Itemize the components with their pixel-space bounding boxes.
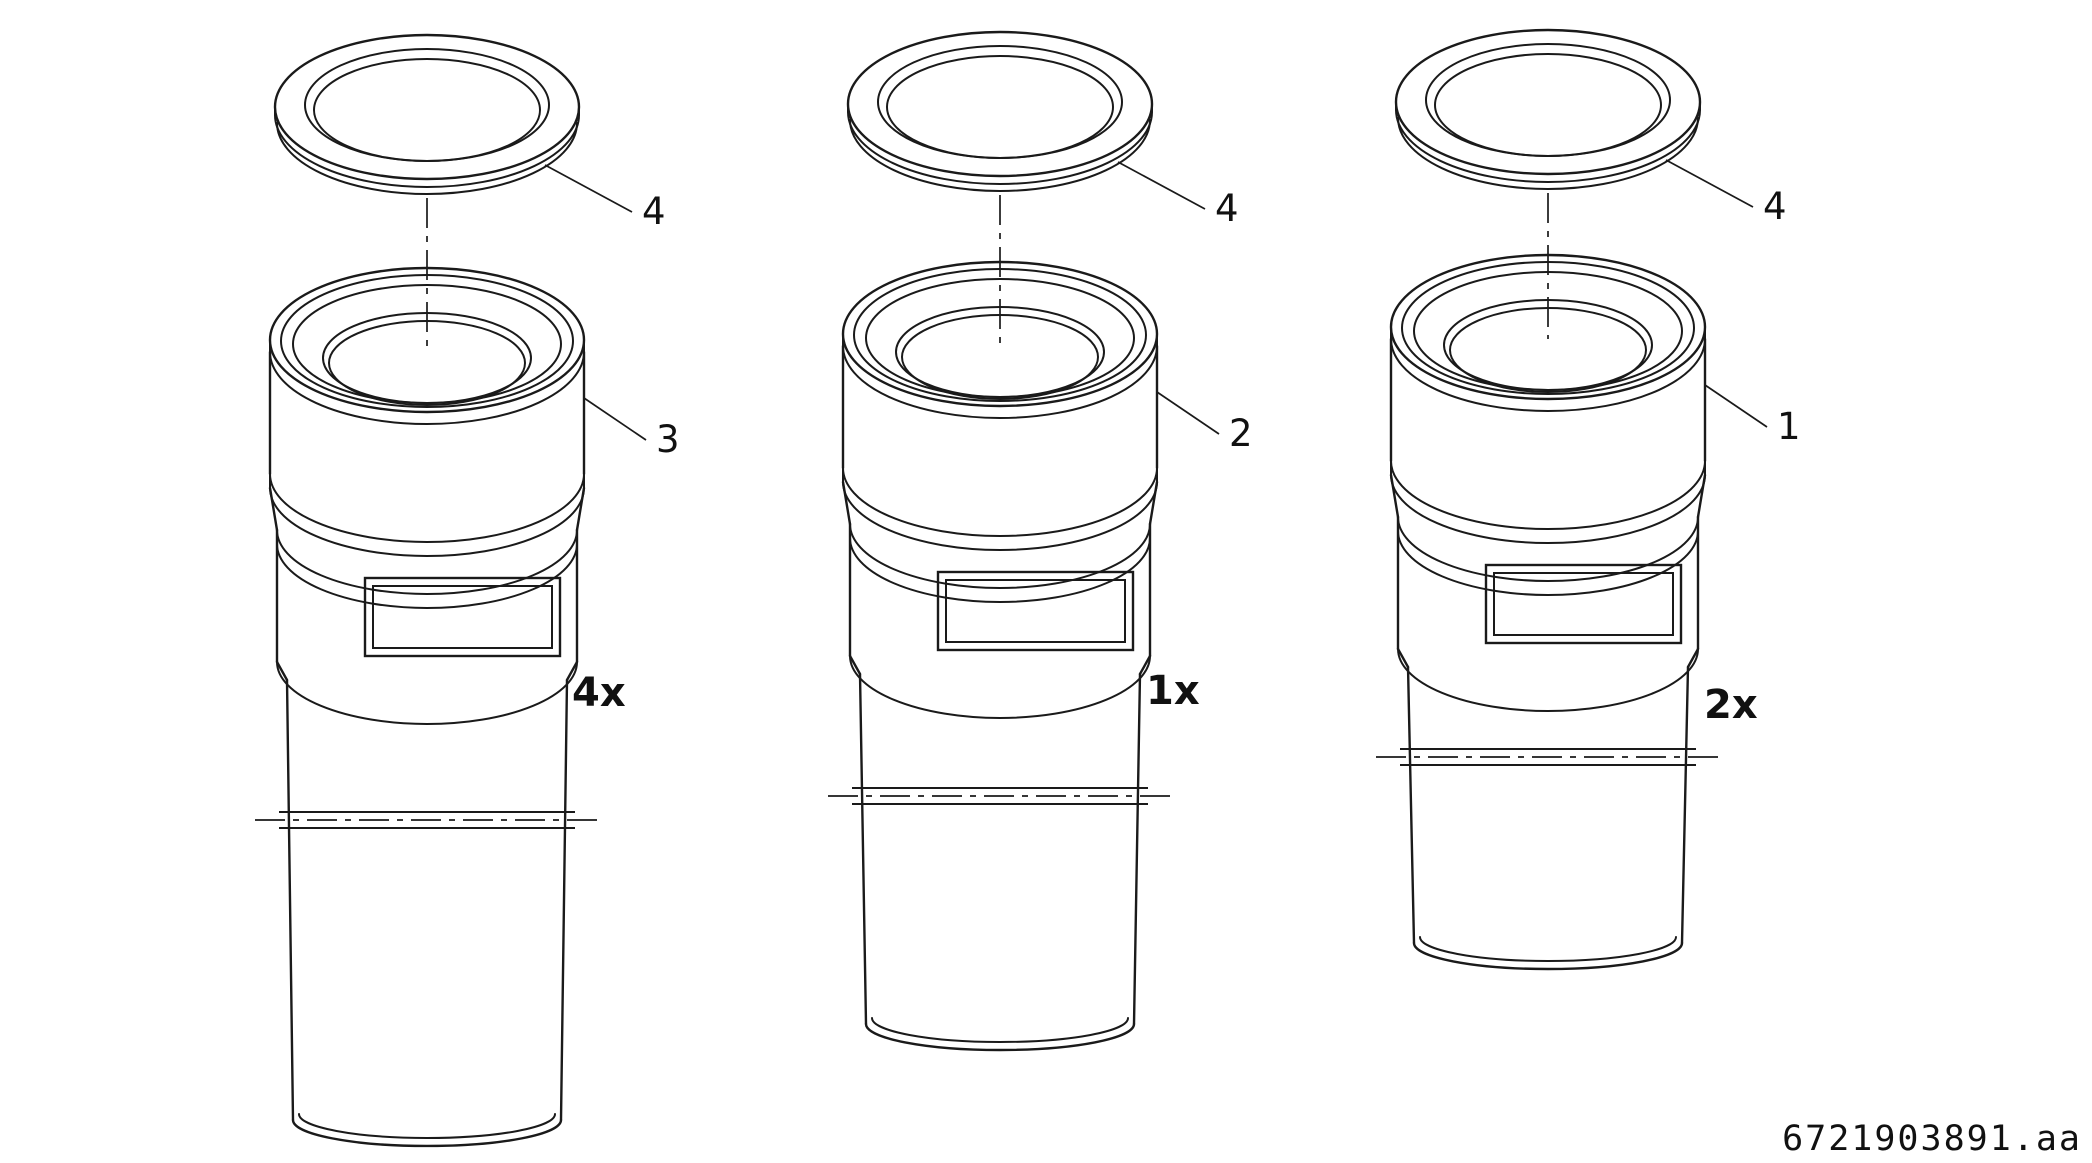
pipe-bottom [291,1118,563,1148]
leader-line-part [1156,391,1220,435]
pipe-socket [268,266,586,726]
quantity-label: 2x [1704,682,1758,728]
pipe-tube-left-edge [285,678,295,1122]
pipe-bottom-inner [871,1017,1129,1043]
leader-line-gasket [544,164,633,213]
pipe-socket [841,260,1159,720]
pipe-bottom [1412,941,1684,971]
gasket-ring [846,30,1154,193]
leader-line-gasket [1117,161,1206,210]
pipe-bottom-inner [298,1113,556,1139]
pipe-tube-right-edge [1132,672,1142,1026]
part-callout: 3 [656,418,680,461]
pipe-tube-right-edge [559,678,569,1122]
part-callout: 1 [1777,405,1801,448]
assembly-2: 4 2 1x [828,30,1253,1052]
assembly-1: 4 3 4x [255,33,680,1148]
pipe-bottom-inner [1419,936,1677,962]
leader-line-gasket [1665,159,1754,208]
gasket-ring [273,33,581,196]
part-callout: 2 [1229,412,1253,455]
break-line [1376,748,1720,766]
pipe-tube-right-edge [1680,665,1690,945]
gasket-callout: 4 [1763,185,1787,228]
pipe-tube-left-edge [858,672,868,1026]
gasket-ring [1394,28,1702,191]
break-line [255,811,599,829]
gasket-callout: 4 [1215,187,1239,230]
quantity-label: 4x [572,670,626,716]
document-id: 6721903891.aa [1782,1119,2082,1159]
leader-line-part [1704,384,1768,428]
break-line [828,787,1172,805]
quantity-label: 1x [1146,668,1200,714]
assembly-3: 4 1 2x [1376,28,1801,971]
leader-line-part [583,397,647,441]
pipe-bottom [864,1022,1136,1052]
pipe-tube-left-edge [1406,665,1416,945]
gasket-callout: 4 [642,190,666,233]
